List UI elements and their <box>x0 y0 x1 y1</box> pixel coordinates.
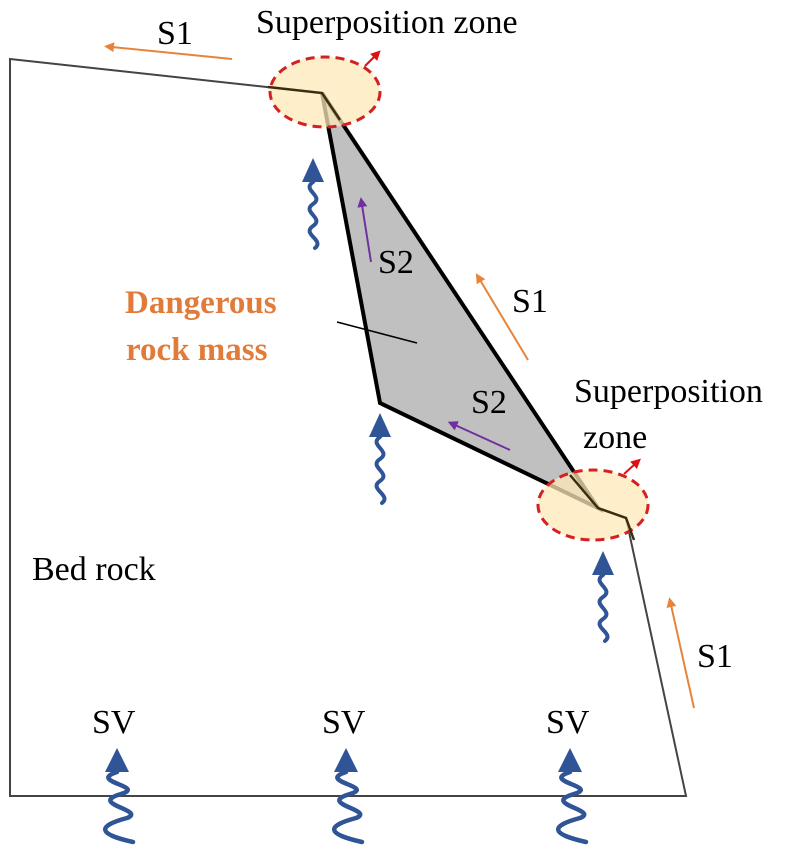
s1-arrow-slope <box>475 273 529 361</box>
rock-mass-leader-line <box>336 321 418 344</box>
s1-arrow-top <box>104 42 233 60</box>
s2-label-lower: S2 <box>471 384 507 421</box>
superposition-zone-label-top: Superposition zone <box>256 4 518 41</box>
s1-label-slope: S1 <box>512 283 548 320</box>
sv-wave-icon-middle <box>367 411 393 505</box>
dangerous-rock-mass <box>320 91 604 513</box>
sv-wave-icon-right <box>590 549 616 643</box>
zone-expand-arrow-top <box>364 50 381 67</box>
superposition-zone-label-right-2: zone <box>583 419 647 456</box>
s1-arrow-lower <box>666 597 695 709</box>
sv-label-left: SV <box>92 704 136 741</box>
s1-label-top: S1 <box>157 15 193 52</box>
s2-arrow-upper <box>357 197 372 263</box>
sv-label-right: SV <box>546 704 590 741</box>
s2-arrow-lower <box>447 421 511 451</box>
superposition-zone-right <box>536 468 650 542</box>
sv-wave-icon-upper <box>300 156 326 250</box>
dangerous-rock-mass-label-2: rock mass <box>126 332 268 368</box>
superposition-zone-top <box>268 55 382 129</box>
s2-label-upper: S2 <box>378 244 414 281</box>
dangerous-rock-mass-label-1: Dangerous <box>125 285 277 321</box>
superposition-zone-label-right-1: Superposition <box>574 373 763 410</box>
bed-rock-label: Bed rock <box>32 551 156 588</box>
zone-expand-arrow-right <box>623 458 641 475</box>
sv-label-middle: SV <box>322 704 366 741</box>
s1-label-lower: S1 <box>697 638 733 675</box>
